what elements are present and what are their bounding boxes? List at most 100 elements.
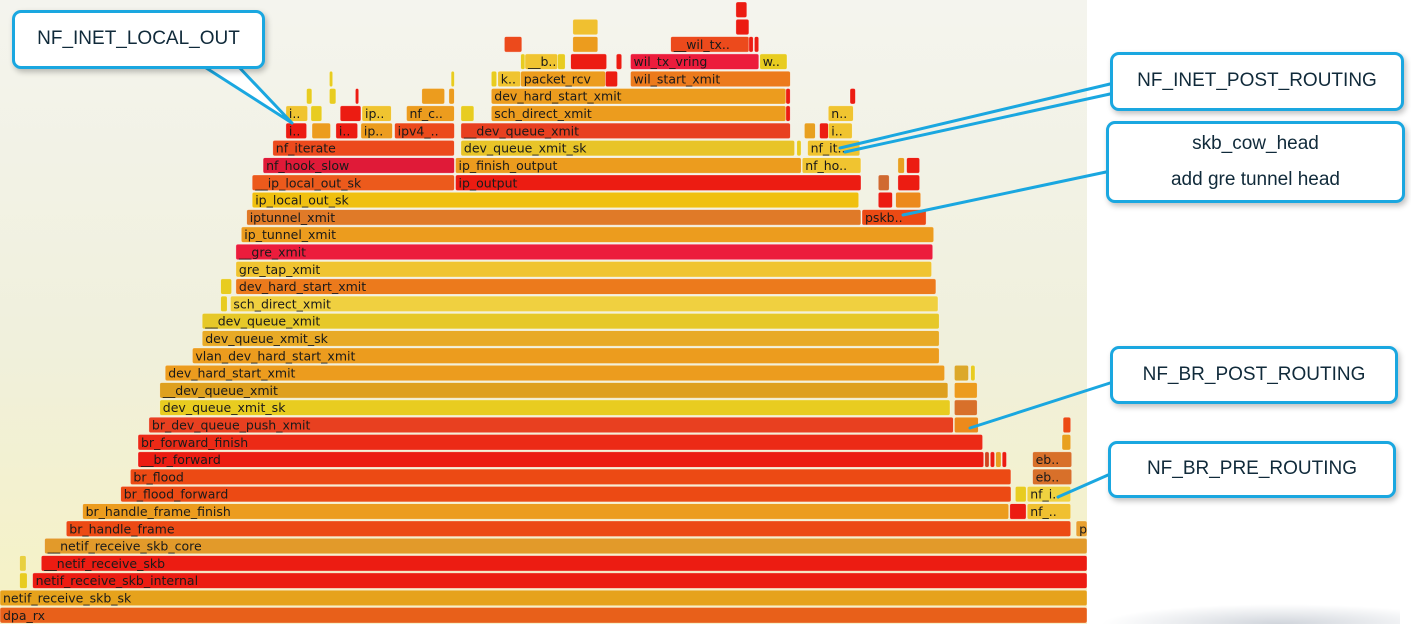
flame-frame[interactable] [1062, 416, 1071, 434]
flame-frame[interactable] [450, 70, 455, 87]
flame-frame[interactable]: n.. [827, 105, 854, 122]
flame-frame[interactable] [557, 53, 566, 70]
flame-frame[interactable] [970, 364, 976, 382]
flame-frame-bar[interactable] [32, 572, 1087, 589]
flame-frame-bar[interactable] [897, 174, 920, 191]
flame-frame-bar[interactable] [735, 18, 750, 36]
flame-frame-bar[interactable] [360, 122, 393, 139]
flame-frame[interactable] [735, 1, 748, 18]
flame-frame[interactable]: nf_c.. [406, 105, 455, 122]
flame-frame[interactable] [605, 70, 618, 87]
flame-frame-bar[interactable] [954, 416, 979, 434]
flame-frame-bar[interactable] [311, 122, 331, 139]
flame-frame[interactable] [1061, 434, 1071, 451]
flame-frame-bar[interactable] [0, 607, 1087, 624]
flame-frame-bar[interactable] [630, 70, 791, 87]
flame-frame-bar[interactable] [82, 503, 1009, 520]
flame-frame-bar[interactable] [19, 572, 28, 589]
flame-frame[interactable]: nf_hook_slow [262, 157, 455, 174]
flame-frame[interactable] [311, 122, 331, 139]
flame-frame[interactable] [306, 88, 313, 105]
flame-frame-bar[interactable] [877, 174, 890, 191]
flame-frame[interactable] [735, 18, 750, 36]
flame-frame[interactable] [310, 105, 323, 122]
flame-frame-bar[interactable] [220, 278, 232, 295]
flame-frame-bar[interactable] [448, 88, 455, 105]
flame-frame[interactable]: netif_receive_skb_internal [32, 572, 1087, 589]
flame-frame-bar[interactable] [748, 36, 754, 53]
flame-frame[interactable] [490, 70, 497, 87]
flame-frame[interactable] [819, 122, 829, 139]
flame-frame[interactable] [954, 399, 978, 416]
flame-frame[interactable] [895, 192, 922, 209]
flame-frame[interactable]: __netif_receive_skb_core [44, 538, 1087, 555]
flame-frame[interactable] [984, 451, 990, 468]
flame-frame-bar[interactable] [272, 140, 455, 157]
flame-frame[interactable] [520, 53, 526, 70]
flame-frame[interactable]: gre_tap_xmit [235, 261, 932, 278]
flame-frame-bar[interactable] [44, 538, 1087, 555]
flame-frame[interactable]: nf_ho.. [801, 157, 862, 174]
flame-frame[interactable]: dev_queue_xmit_sk [201, 330, 940, 347]
flame-frame-bar[interactable] [785, 105, 791, 122]
flame-frame[interactable] [19, 555, 27, 572]
flame-frame-bar[interactable] [285, 122, 307, 139]
flame-frame-bar[interactable] [192, 347, 940, 364]
flame-frame[interactable]: sch_direct_xmit [490, 105, 787, 122]
flame-frame[interactable]: br_handle_frame [66, 520, 1072, 537]
flame-frame[interactable] [804, 122, 816, 139]
flame-frame-bar[interactable] [1001, 451, 1007, 468]
flame-frame[interactable]: br_flood [130, 468, 1012, 485]
flame-frame[interactable]: iptunnel_xmit [246, 209, 862, 226]
flame-frame-bar[interactable] [1009, 503, 1027, 520]
flame-frame-bar[interactable] [251, 192, 859, 209]
flame-frame-bar[interactable] [230, 295, 939, 312]
flame-frame[interactable]: netif_receive_skb_sk [0, 589, 1087, 606]
flame-frame-bar[interactable] [159, 382, 949, 399]
flame-frame[interactable] [877, 174, 890, 191]
flame-frame-bar[interactable] [66, 520, 1072, 537]
flame-frame[interactable]: dev_queue_xmit_sk [159, 399, 951, 416]
flame-frame[interactable]: w.. [759, 53, 788, 70]
flame-frame[interactable] [897, 157, 905, 174]
flame-frame-bar[interactable] [796, 140, 802, 157]
flame-frame[interactable]: wil_tx_vring [630, 53, 760, 70]
flame-frame-bar[interactable] [1026, 503, 1071, 520]
flame-frame[interactable]: __dev_queue_xmit [460, 122, 791, 139]
flame-frame-bar[interactable] [361, 105, 392, 122]
flame-frame[interactable] [339, 105, 362, 122]
flame-frame-bar[interactable] [954, 382, 978, 399]
flame-frame-bar[interactable] [759, 53, 788, 70]
flame-frame-bar[interactable] [754, 36, 760, 53]
flame-frame-bar[interactable] [460, 122, 791, 139]
flame-frame[interactable] [615, 53, 622, 70]
flame-frame-bar[interactable] [849, 88, 856, 105]
flame-frame-bar[interactable] [572, 36, 599, 53]
flame-frame-bar[interactable] [995, 451, 1002, 468]
flame-frame-bar[interactable] [877, 192, 893, 209]
flame-frame-bar[interactable] [1061, 434, 1071, 451]
flame-frame-bar[interactable] [801, 157, 862, 174]
flame-frame[interactable] [995, 451, 1002, 468]
flame-frame-bar[interactable] [0, 589, 1087, 606]
flame-frame[interactable] [572, 36, 599, 53]
flame-frame-bar[interactable] [241, 226, 935, 243]
flame-frame-bar[interactable] [989, 451, 995, 468]
flame-frame[interactable] [796, 140, 802, 157]
flame-frame[interactable]: p [1075, 520, 1087, 537]
flame-frame[interactable]: ip_tunnel_xmit [241, 226, 935, 243]
flame-frame-bar[interactable] [630, 53, 760, 70]
flame-frame-bar[interactable] [819, 122, 829, 139]
flame-frame[interactable]: __dev_queue_xmit [159, 382, 949, 399]
flame-frame-bar[interactable] [406, 105, 455, 122]
flame-frame[interactable] [220, 278, 232, 295]
flame-frame-bar[interactable] [450, 70, 455, 87]
flame-frame[interactable]: nf_it.. [807, 140, 861, 157]
flame-frame[interactable]: dev_hard_start_xmit [490, 88, 787, 105]
flame-frame[interactable] [748, 36, 754, 53]
flame-frame-bar[interactable] [954, 399, 978, 416]
flame-frame[interactable]: ipv4_.. [394, 122, 455, 139]
flame-frame-bar[interactable] [804, 122, 816, 139]
flame-frame-bar[interactable] [895, 192, 922, 209]
flame-frame[interactable] [877, 192, 893, 209]
